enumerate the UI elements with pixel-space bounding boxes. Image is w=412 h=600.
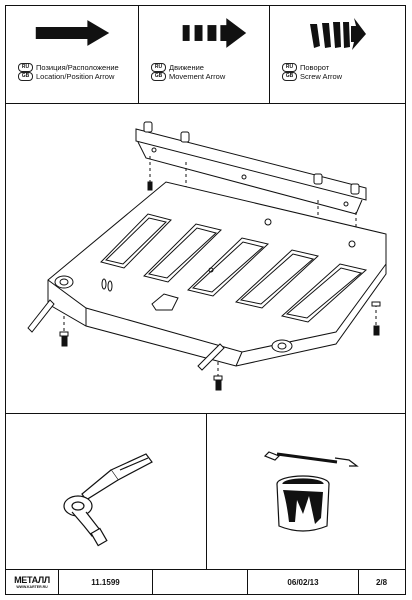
- solid-arrow-icon: [35, 20, 110, 46]
- blank-cell: [153, 570, 248, 594]
- footer-bar: МЕТАЛЛ WWW.KARTER.RU 11.1599 06/02/13 2/…: [6, 570, 405, 594]
- curved-arrow-icon: [310, 18, 366, 50]
- skid-plate-illustration: [27, 121, 387, 391]
- legend-movement-ru-text: Движение: [169, 63, 204, 72]
- logo-wordmark: МЕТАЛЛ: [14, 575, 50, 585]
- tool-ratchet: [6, 414, 207, 569]
- page-number: 2/8: [375, 577, 388, 587]
- ru-badge: RU: [282, 63, 297, 72]
- bottom-tab: [197, 343, 225, 371]
- tool-paint: [207, 414, 404, 569]
- gb-badge: GB: [282, 72, 297, 81]
- skid-plate: [47, 181, 387, 367]
- ru-badge: RU: [18, 63, 33, 72]
- exploded-assembly-drawing: [6, 104, 405, 414]
- brand-logo: МЕТАЛЛ WWW.KARTER.RU: [6, 570, 59, 594]
- legend-location-en-text: Location/Position Arrow: [36, 72, 115, 81]
- legend-screw-ru: RU Поворот: [282, 63, 329, 72]
- legend-location-ru-text: Позиция/Расположение: [36, 63, 119, 72]
- ru-badge: RU: [151, 63, 166, 72]
- tools-row: [6, 414, 405, 570]
- legend-movement-en-text: Movement Arrow: [169, 72, 226, 81]
- legend-location-en: GB Location/Position Arrow: [18, 72, 114, 81]
- legend-movement-en: GB Movement Arrow: [151, 72, 225, 81]
- legend-screw-ru-text: Поворот: [300, 63, 330, 72]
- dashed-arrow-icon: [182, 18, 247, 48]
- legend-movement-ru: RU Движение: [151, 63, 204, 72]
- arrow-legend: RU Позиция/Расположение GB Location/Posi…: [6, 6, 405, 104]
- revision-date: 06/02/13: [248, 570, 359, 594]
- legend-screw: RU Поворот GB Screw Arrow: [270, 6, 404, 103]
- mounting-bracket: [135, 121, 367, 215]
- gb-badge: GB: [151, 72, 166, 81]
- legend-screw-en: GB Screw Arrow: [282, 72, 342, 81]
- left-tab: [27, 299, 55, 333]
- legend-movement: RU Движение GB Movement Arrow: [139, 6, 270, 103]
- part-code: 11.1599: [59, 570, 153, 594]
- legend-screw-en-text: Screw Arrow: [300, 72, 343, 81]
- vent-slots: [100, 213, 368, 323]
- instruction-sheet: RU Позиция/Расположение GB Location/Posi…: [5, 5, 406, 595]
- ratchet-wrench-icon: [63, 453, 153, 547]
- logo-website: WWW.KARTER.RU: [16, 585, 48, 589]
- paint-can-brush-icon: [263, 451, 359, 532]
- legend-location: RU Позиция/Расположение GB Location/Posi…: [6, 6, 139, 103]
- legend-location-ru: RU Позиция/Расположение: [18, 63, 119, 72]
- gb-badge: GB: [18, 72, 33, 81]
